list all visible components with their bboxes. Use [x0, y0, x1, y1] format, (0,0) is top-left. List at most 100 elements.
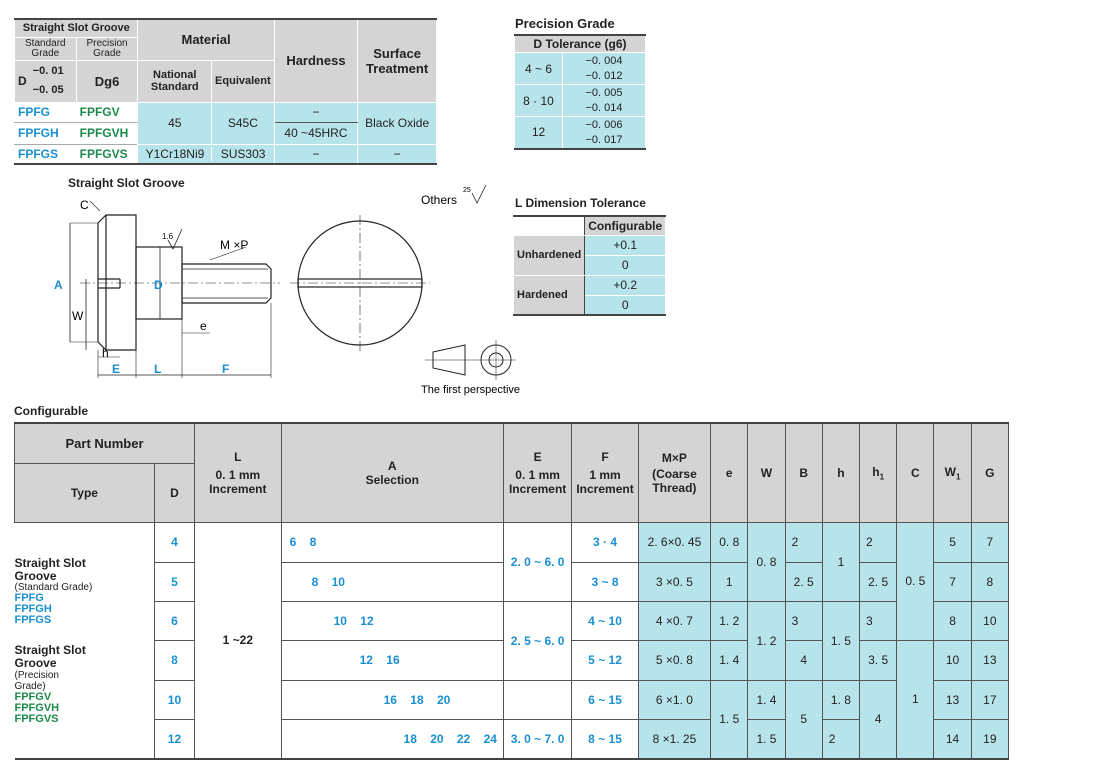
- d-tol-top: −0. 01: [32, 65, 64, 77]
- e-header-label: E: [533, 449, 542, 464]
- tol-d-1: 4 ~ 6: [514, 52, 563, 85]
- a-values-4: 12 16: [280, 639, 504, 681]
- w-value-4: 1. 5: [747, 718, 786, 760]
- part-number-header: Part Number: [13, 422, 196, 464]
- col-c-header: C: [896, 422, 935, 523]
- hardened-top: +0.2: [584, 274, 667, 296]
- f-value-3: 4 ~ 10: [571, 600, 639, 641]
- std-code-3: FPFGS: [14, 143, 77, 165]
- c-value-2: 1: [896, 639, 935, 760]
- w1-value-1: 5: [933, 521, 972, 563]
- w1-value-2: 7: [933, 561, 972, 602]
- std-code-2: FPFGH: [14, 121, 77, 145]
- unhardened-label: Unhardened: [512, 234, 586, 276]
- mp-value-1: 2. 6×0. 45: [637, 521, 712, 563]
- type2-code-2: FPFGVH: [14, 702, 60, 714]
- a-values-3: 10 12: [280, 600, 504, 641]
- perspective-cone: [432, 344, 466, 376]
- l-tolerance-table: Configurable Unhardened +0.1 0 Hardened …: [512, 215, 667, 316]
- label-others-val: 25: [463, 187, 471, 194]
- h-value-4: 2: [821, 718, 861, 760]
- label-rough: 1.6: [162, 232, 174, 241]
- h1-value-3: 3: [859, 600, 898, 641]
- material-s45c: S45C: [211, 101, 275, 145]
- label-c: C: [80, 198, 89, 212]
- material-table: Straight Slot Groove Material Hardness S…: [13, 18, 437, 165]
- type2-name: Straight Slot Groove: [14, 643, 86, 670]
- precision-grade-label: Precision Grade: [75, 36, 139, 61]
- e-range-3: 3. 0 ~ 7. 0: [502, 718, 573, 760]
- b-value-5: 5: [784, 679, 823, 760]
- a-values-1: 6 8: [280, 521, 504, 563]
- b-value-4: 4: [784, 639, 823, 681]
- material-header: Material: [137, 18, 275, 61]
- col-h1-header: h1: [859, 422, 898, 523]
- f-header-label: F: [601, 449, 609, 464]
- col-b-header: B: [784, 422, 823, 523]
- b-value-3: 3: [784, 600, 823, 641]
- h1-value-2: 2. 5: [859, 561, 898, 602]
- mp-value-2: 3 ×0. 5: [637, 561, 712, 602]
- hardness-header: Hardness: [273, 18, 359, 103]
- tol-d-2: 8 · 10: [514, 84, 563, 117]
- l-range: 1 ~22: [194, 521, 282, 760]
- std-code-1: FPFG: [14, 101, 77, 123]
- a-header-sub: Selection: [365, 472, 419, 487]
- f-value-1: 3 · 4: [571, 521, 639, 563]
- material-45: 45: [137, 101, 213, 145]
- g-value-4: 13: [970, 639, 1010, 681]
- g-value-5: 17: [970, 679, 1010, 720]
- type-precision-cell: Straight Slot Groove (Precision Grade) F…: [14, 640, 155, 759]
- technical-drawing: C M ×P 1.6 A D W e h E L F Others 25 The…: [54, 185, 520, 396]
- type2-code-3: FPFGVS: [14, 713, 59, 725]
- hardened-label: Hardened: [512, 274, 586, 316]
- groove-header: Straight Slot Groove: [13, 18, 139, 38]
- e-header-sub: 0. 1 mm Increment: [508, 467, 567, 496]
- head-outline: [97, 214, 137, 351]
- label-e-small: e: [200, 319, 207, 333]
- a-values-2: 8 10: [280, 561, 504, 602]
- a-values-5: 16 18 20: [280, 679, 504, 720]
- h1-value-4: 3. 5: [859, 639, 898, 681]
- label-d: D: [154, 278, 163, 292]
- tol-t1-3: −0. 006: [562, 116, 646, 133]
- d-value-4: 8: [153, 639, 196, 681]
- hardness-hrc: 40 ~45HRC: [273, 121, 359, 145]
- g-value-3: 10: [970, 600, 1010, 641]
- f-value-5: 6 ~ 15: [571, 679, 639, 720]
- type-standard-cell: Straight Slot Groove (Standard Grade) FP…: [14, 522, 155, 640]
- unhardened-bottom: 0: [584, 254, 667, 276]
- e-value-1: 0. 8: [710, 521, 749, 563]
- hardened-bottom: 0: [584, 294, 667, 316]
- surface-dash: −: [357, 143, 437, 165]
- d-header: D: [153, 462, 196, 523]
- mp-header-label: M×P: [661, 450, 687, 465]
- d-tol-bottom: −0. 05: [32, 84, 64, 96]
- f-value-4: 5 ~ 12: [571, 639, 639, 681]
- tol-t2-2: −0. 014: [562, 100, 646, 117]
- label-F: F: [222, 362, 229, 376]
- d-value-1: 4: [153, 521, 196, 563]
- material-sus-row: Y1Cr18Ni9 SUS303: [137, 143, 275, 165]
- mp-value-5: 6 ×1. 0: [637, 679, 712, 720]
- e-header: E 0. 1 mm Increment: [502, 422, 573, 523]
- w-value-3: 1. 4: [747, 679, 786, 720]
- national-standard-label: National Standard: [137, 59, 213, 103]
- h-value-2: 1. 5: [821, 600, 861, 681]
- precision-grade-table: D Tolerance (g6) 4 ~ 6 −0. 004 −0. 012 8…: [514, 34, 646, 150]
- hardness-dash-2: −: [273, 143, 359, 165]
- mp-value-3: 4 ×0. 7: [637, 600, 712, 641]
- dg6-label: Dg6: [75, 59, 139, 103]
- type1-code-1: FPFG: [14, 592, 44, 604]
- type2-grade: (Precision Grade): [14, 670, 59, 692]
- prec-code-3: FPFGVS: [75, 143, 139, 165]
- h1-value-5: 4: [859, 679, 898, 760]
- c-value-1: 0. 5: [896, 521, 935, 641]
- a-header: A Selection: [280, 422, 504, 523]
- w1-value-4: 10: [933, 639, 972, 681]
- l-header-label: L: [234, 449, 242, 464]
- col-h1-sub: 1: [879, 471, 885, 481]
- w-value-1: 0. 8: [747, 521, 786, 602]
- d-value-5: 10: [153, 679, 196, 720]
- col-w-header: W: [747, 422, 786, 523]
